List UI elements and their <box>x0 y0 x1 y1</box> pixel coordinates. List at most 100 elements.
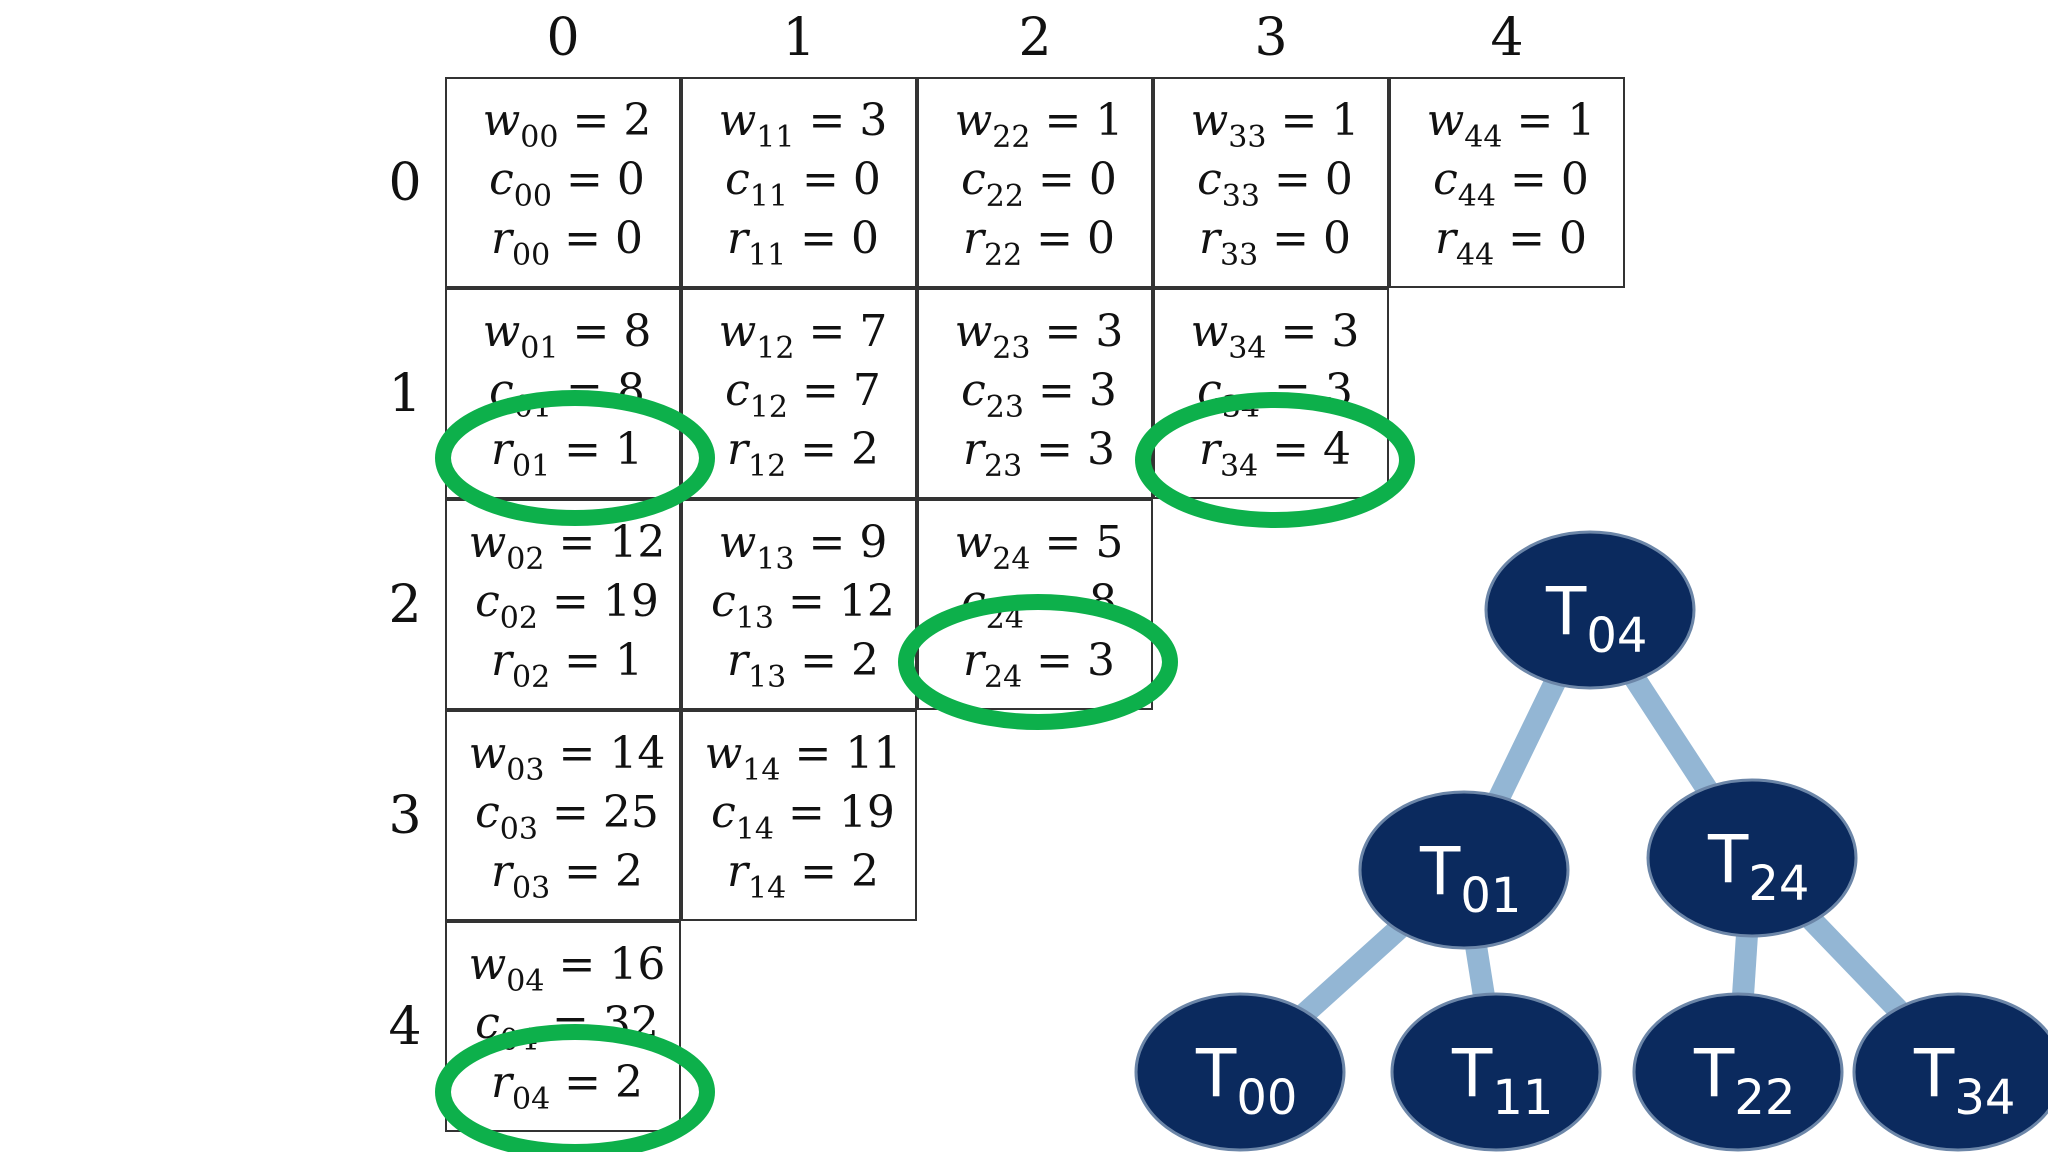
equals-sign: = <box>551 998 589 1049</box>
equals-sign: = <box>564 424 602 475</box>
value: 3 <box>1331 306 1360 357</box>
tree-node-label: T01 <box>1419 833 1521 924</box>
subscript: 11 <box>749 179 788 214</box>
value: 25 <box>602 787 659 838</box>
value: 0 <box>1087 213 1116 264</box>
subscript: 33 <box>1228 120 1267 155</box>
equals-sign: = <box>1280 306 1318 357</box>
equals-sign: = <box>801 154 839 205</box>
tree-node-base: T <box>1913 1035 1955 1112</box>
variable: c <box>711 576 736 627</box>
subscript: 00 <box>513 179 552 214</box>
subscript: 12 <box>749 390 788 425</box>
equals-sign: = <box>808 306 846 357</box>
value: 2 <box>615 846 644 897</box>
variable: r <box>726 846 748 897</box>
subscript: 24 <box>992 542 1031 577</box>
equals-sign: = <box>558 728 596 779</box>
variable: c <box>961 154 986 205</box>
row-header: 4 <box>388 997 422 1057</box>
variable: c <box>725 365 750 416</box>
subscript: 01 <box>520 331 559 366</box>
subscript: 13 <box>735 601 774 636</box>
subscript: 00 <box>520 120 559 155</box>
variable: w <box>954 517 993 568</box>
subscript: 33 <box>1221 179 1260 214</box>
subscript: 13 <box>747 660 787 695</box>
variable: r <box>1198 213 1220 264</box>
tree-node-label: T24 <box>1707 821 1809 912</box>
variable: w <box>482 306 521 357</box>
variable: r <box>1198 424 1220 475</box>
value: 12 <box>838 576 895 627</box>
variable: w <box>468 728 507 779</box>
tree-node-subscript: 01 <box>1460 868 1521 924</box>
subscript: 13 <box>756 542 795 577</box>
tree-node-subscript: 22 <box>1734 1070 1795 1126</box>
variable: w <box>1190 306 1229 357</box>
equals-sign: = <box>794 728 832 779</box>
value: 1 <box>1331 95 1360 146</box>
equals-sign: = <box>1272 424 1310 475</box>
tree-node-base: T <box>1451 1035 1493 1112</box>
highlight-ellipse-r04 <box>435 1024 715 1152</box>
variable: w <box>1426 95 1465 146</box>
equals-sign: = <box>565 154 603 205</box>
equals-sign: = <box>1516 95 1554 146</box>
variable: c <box>725 154 750 205</box>
value: 1 <box>1567 95 1596 146</box>
value: 3 <box>1095 306 1124 357</box>
tree-node-base: T <box>1419 833 1461 910</box>
variable: w <box>468 939 507 990</box>
value: 8 <box>623 306 652 357</box>
equals-sign: = <box>1508 213 1546 264</box>
tree-node-base: T <box>1693 1035 1735 1112</box>
tree-node-T24: T24 <box>1646 778 1858 938</box>
equals-sign: = <box>572 306 610 357</box>
highlight-ellipse-r34 <box>1135 392 1415 528</box>
column-header: 1 <box>782 8 816 68</box>
equals-sign: = <box>551 576 589 627</box>
equals-sign: = <box>800 424 838 475</box>
value: 16 <box>609 939 666 990</box>
variable: w <box>718 95 757 146</box>
subscript: 23 <box>985 390 1024 425</box>
tree-node-shape <box>1852 992 2048 1152</box>
tree-node-subscript: 00 <box>1236 1070 1297 1126</box>
tree-node-T00: T00 <box>1134 992 1346 1152</box>
variable: r <box>726 213 748 264</box>
value: 19 <box>602 576 659 627</box>
subscript: 03 <box>511 871 551 906</box>
value: 0 <box>1560 154 1589 205</box>
variable: r <box>726 424 748 475</box>
value: 2 <box>851 846 880 897</box>
equals-sign: = <box>1280 95 1318 146</box>
